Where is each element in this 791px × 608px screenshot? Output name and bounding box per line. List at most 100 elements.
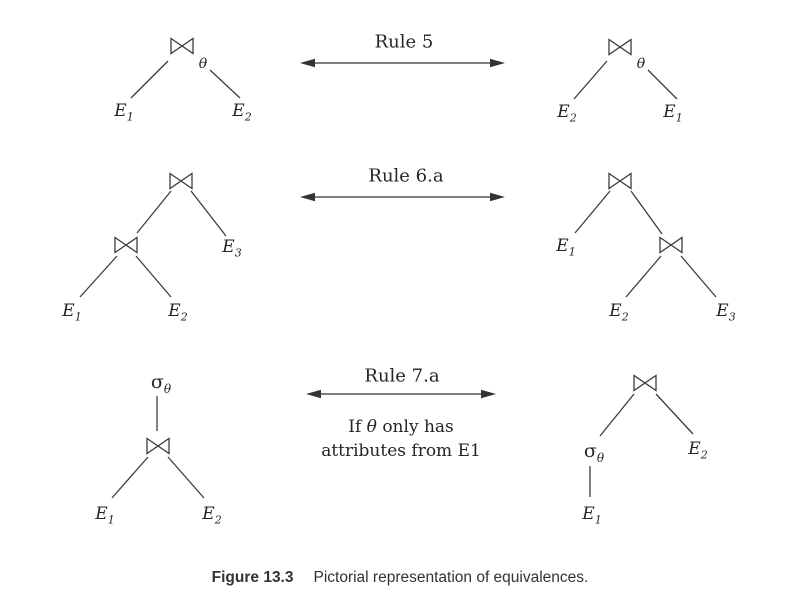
- leaf-subscript: 1: [126, 110, 134, 124]
- figure-caption-text: Pictorial representation of equivalences…: [313, 569, 589, 586]
- leaf-label: E2: [168, 301, 188, 324]
- leaf-subscript: 1: [74, 310, 82, 324]
- leaf-subscript: 2: [569, 111, 577, 125]
- leaf-base: E: [222, 237, 235, 257]
- leaf-base: E: [232, 101, 245, 121]
- join-icon: [114, 236, 138, 254]
- leaf-base: E: [556, 236, 569, 256]
- join-icon: [146, 437, 170, 455]
- tree-edge: [655, 393, 694, 435]
- selection-operator-label: σθ: [150, 371, 172, 396]
- leaf-base: E: [663, 102, 676, 122]
- leaf-label: E2: [557, 102, 577, 125]
- tree-row2-right: [574, 172, 717, 298]
- rule-label: Rule 7.a: [364, 365, 440, 387]
- join-icon: [633, 374, 657, 392]
- arrowhead-left-icon: [300, 58, 315, 68]
- leaf-base: E: [582, 504, 595, 524]
- tree-row1-left: [130, 37, 241, 99]
- leaf-label: E1: [582, 504, 602, 527]
- leaf-base: E: [62, 301, 75, 321]
- leaf-label: E2: [232, 101, 252, 124]
- sigma-subscript: θ: [596, 450, 605, 465]
- arrowhead-right-icon: [490, 58, 505, 68]
- tree-row3-left: [111, 396, 205, 499]
- tree-edge: [647, 69, 678, 100]
- leaf-base: E: [557, 102, 570, 122]
- leaf-subscript: 1: [107, 513, 115, 527]
- tree-edge: [135, 255, 172, 298]
- figure-caption: Figure 13.3 Pictorial representation of e…: [212, 569, 589, 587]
- leaf-subscript: 3: [728, 310, 736, 324]
- condition-text: only has: [376, 417, 454, 437]
- equivalence-arrow-rule6a: [300, 192, 505, 202]
- leaf-label: E2: [202, 504, 222, 527]
- leaf-subscript: 2: [214, 513, 222, 527]
- leaf-subscript: 2: [244, 110, 252, 124]
- leaf-base: E: [114, 101, 127, 121]
- leaf-label: E1: [114, 101, 134, 124]
- leaf-subscript: 1: [675, 111, 683, 125]
- leaf-base: E: [609, 301, 622, 321]
- tree-row1-right: [573, 38, 678, 100]
- arrowhead-left-icon: [300, 192, 315, 202]
- join-theta-subscript: θ: [636, 56, 646, 72]
- leaf-base: E: [716, 301, 729, 321]
- tree-edge: [136, 190, 172, 234]
- leaf-subscript: 2: [621, 310, 629, 324]
- rule-condition-line2: attributes from E1: [321, 441, 481, 461]
- join-icon: [608, 172, 632, 190]
- leaf-subscript: 2: [700, 448, 708, 462]
- tree-edge: [574, 190, 611, 234]
- tree-row3-right: [589, 374, 694, 497]
- rule-label: Rule 5: [374, 31, 434, 53]
- equivalence-arrow-rule5: [300, 58, 505, 68]
- leaf-subscript: 2: [180, 310, 188, 324]
- rule-label: Rule 6.a: [368, 165, 444, 187]
- tree-edge: [190, 190, 227, 237]
- leaf-base: E: [95, 504, 108, 524]
- leaf-subscript: 1: [594, 513, 602, 527]
- leaf-label: E2: [609, 301, 629, 324]
- join-theta-subscript: θ: [198, 56, 208, 72]
- tree-edge: [630, 190, 663, 235]
- leaf-subscript: 1: [568, 245, 576, 259]
- leaf-base: E: [688, 439, 701, 459]
- leaf-label: E1: [95, 504, 115, 527]
- join-icon: [659, 236, 683, 254]
- theta-symbol: θ: [366, 417, 377, 437]
- arrowhead-right-icon: [490, 192, 505, 202]
- leaf-subscript: 3: [234, 246, 242, 260]
- equivalence-arrow-rule7a: [306, 389, 496, 399]
- leaf-label: E1: [663, 102, 683, 125]
- rule-condition-line1: If θ only has: [348, 417, 454, 437]
- tree-edge: [167, 456, 205, 499]
- figure-caption-number: Figure 13.3: [211, 569, 294, 586]
- leaf-label: E3: [222, 237, 242, 260]
- join-icon: [169, 172, 193, 190]
- sigma-symbol: σ: [150, 371, 164, 393]
- tree-edge: [573, 60, 608, 100]
- tree-edge: [111, 456, 149, 499]
- condition-text: If: [348, 417, 367, 437]
- leaf-base: E: [202, 504, 215, 524]
- leaf-label: E2: [688, 439, 708, 462]
- tree-edge: [680, 255, 717, 298]
- arrowhead-right-icon: [481, 389, 496, 399]
- tree-edge: [79, 255, 118, 298]
- tree-edge: [625, 255, 662, 298]
- selection-operator-label: σθ: [584, 440, 605, 465]
- arrowhead-left-icon: [306, 389, 321, 399]
- leaf-label: E1: [62, 301, 82, 324]
- tree-row2-left: [79, 172, 227, 298]
- tree-edge: [209, 69, 241, 99]
- join-icon: [170, 37, 194, 55]
- sigma-subscript: θ: [163, 381, 172, 396]
- tree-edge: [130, 60, 169, 99]
- leaf-label: E1: [556, 236, 576, 259]
- leaf-label: E3: [716, 301, 736, 324]
- join-icon: [608, 38, 632, 56]
- leaf-base: E: [168, 301, 181, 321]
